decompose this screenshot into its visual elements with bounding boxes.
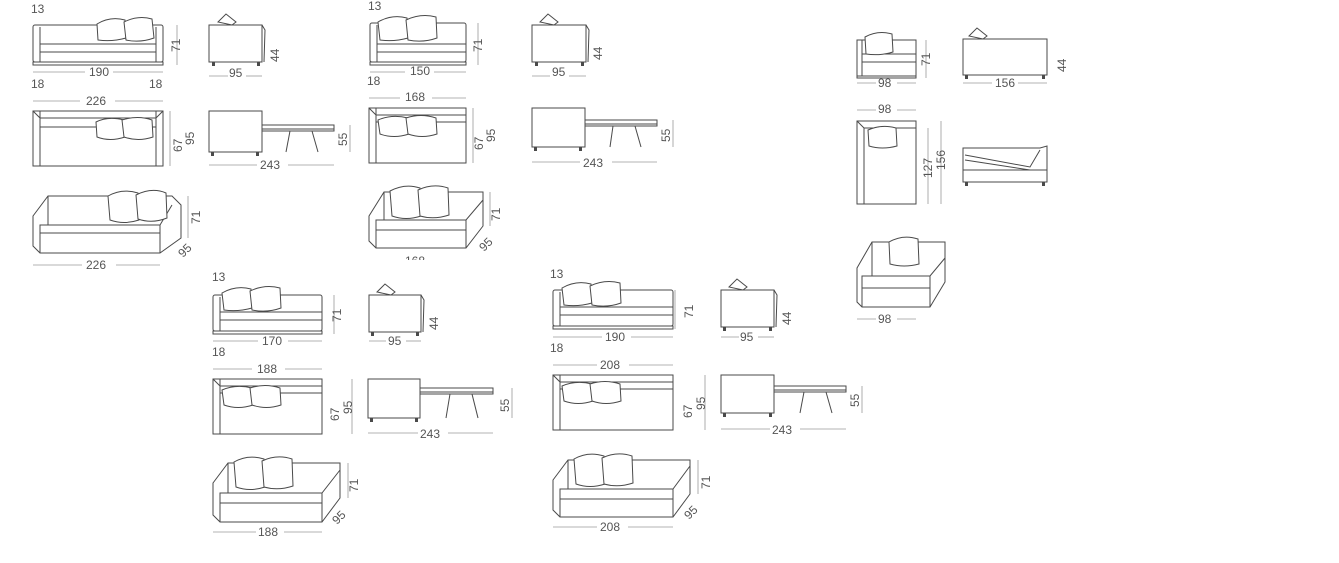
bed-b-depth-label: 95 <box>484 128 498 142</box>
bed-b-bed-length-label: 243 <box>583 156 603 170</box>
bed-c-arm-label: 18 <box>212 345 226 359</box>
sofa-b-side-depth-label: 44 <box>591 46 605 60</box>
bed-d-total-label: 208 <box>600 358 620 372</box>
single-width-label: 98 <box>878 76 892 90</box>
persp-d-view <box>552 453 699 528</box>
sofa-d-side-view <box>720 278 778 338</box>
persp-a-depth-label: 95 <box>175 241 195 261</box>
sofa-d-height-label: 71 <box>682 304 696 318</box>
sofa-d-front-view <box>552 281 676 338</box>
sofa-b-arm-label: 13 <box>368 0 382 13</box>
single-plan-seat-label: 127 <box>921 158 935 178</box>
bed-b-plan-view <box>368 97 474 164</box>
single-side-height-label: 44 <box>1055 58 1069 72</box>
sofa-a-front-view <box>32 17 178 73</box>
sofa-b-side-view <box>531 13 590 77</box>
bed-a-bed-open-view <box>208 110 351 166</box>
sofa-b-width-label: 150 <box>410 64 430 78</box>
bed-d-bed-length-label: 243 <box>772 423 792 437</box>
sofa-a-height-label: 71 <box>169 38 183 52</box>
bed-d-bed-open-view <box>720 374 863 430</box>
persp-d-depth-label: 95 <box>681 503 701 523</box>
single-height-label: 71 <box>919 52 933 66</box>
persp-b-width-clip: 168 <box>405 254 425 268</box>
sofa-a-arm-label: 13 <box>31 2 45 16</box>
sofa-c-arm-label: 13 <box>212 270 226 284</box>
sofa-c-side-depth-label: 44 <box>427 316 441 330</box>
bed-a-bed-height-label: 55 <box>336 132 350 146</box>
sofa-d-width-label: 190 <box>605 330 625 344</box>
persp-c-height-label: 71 <box>347 478 361 492</box>
sofa-b-side-width-label: 95 <box>552 65 566 79</box>
bed-a-plan-view <box>32 100 171 167</box>
bed-b-bed-open-view <box>531 107 674 163</box>
persp-b-height-label: 71 <box>489 207 503 221</box>
persp-c-depth-label: 95 <box>329 508 349 528</box>
sofa-a-side-view <box>208 13 266 77</box>
sofa-d-arm-label: 13 <box>550 267 564 281</box>
bed-a-seat-label: 67 <box>171 138 185 152</box>
bed-b-bed-height-label: 55 <box>659 128 673 142</box>
bed-b-arm-label: 18 <box>367 74 381 88</box>
sofa-c-front-view <box>212 286 335 342</box>
persp-b-width-label: 168 <box>405 254 425 268</box>
single-side-view <box>962 27 1048 84</box>
sofa-d-side-width-label: 95 <box>740 330 754 344</box>
bed-c-total-label: 188 <box>257 362 277 376</box>
single-plan-top-label: 98 <box>878 102 892 116</box>
bed-c-bed-length-label: 243 <box>420 427 440 441</box>
bed-c-bed-open-view <box>367 378 513 434</box>
bed-a-total-label: 226 <box>86 94 106 108</box>
single-bed-open-view <box>962 145 1048 186</box>
bed-d-depth-label: 95 <box>694 396 708 410</box>
bed-d-arm-label: 18 <box>550 341 564 355</box>
bed-a-bed-length-label: 243 <box>260 158 280 172</box>
single-side-width-label: 156 <box>995 76 1015 90</box>
bed-b-total-label: 168 <box>405 90 425 104</box>
bed-d-bed-height-label: 55 <box>848 393 862 407</box>
persp-single-width-label: 98 <box>878 312 892 326</box>
sofa-c-height-label: 71 <box>330 308 344 322</box>
persp-a-view <box>32 189 189 266</box>
single-plan-view <box>856 109 942 205</box>
sofa-b-height-label: 71 <box>471 38 485 52</box>
bed-a-arm-left-label: 18 <box>31 77 45 91</box>
single-front-view <box>856 32 927 84</box>
persp-a-height-label: 71 <box>189 210 203 224</box>
sofa-a-width-label: 190 <box>89 65 109 79</box>
sofa-c-side-view <box>368 283 425 342</box>
sofa-d-side-depth-label: 44 <box>780 311 794 325</box>
bed-a-arm-right-label: 18 <box>149 77 163 91</box>
bed-c-seat-label: 67 <box>328 407 342 421</box>
sofa-c-side-width-label: 95 <box>388 334 402 348</box>
persp-a-width-label: 226 <box>86 258 106 272</box>
bed-a-depth-label: 95 <box>183 131 197 145</box>
bed-c-bed-height-label: 55 <box>498 398 512 412</box>
persp-b-view <box>368 185 491 249</box>
bed-b-seat-label: 67 <box>472 136 486 150</box>
sofa-b-front-view <box>369 15 479 73</box>
persp-b-depth-label: 95 <box>476 235 496 255</box>
bed-d-plan-view <box>552 364 706 431</box>
sofa-a-side-width-label: 95 <box>229 66 243 80</box>
sofa-c-width-label: 170 <box>262 334 282 348</box>
sofa-a-side-depth-label: 44 <box>268 48 282 62</box>
persp-c-view <box>212 456 349 533</box>
bed-c-plan-view <box>212 368 353 435</box>
persp-c-width-label: 188 <box>258 525 278 539</box>
bed-c-depth-label: 95 <box>341 400 355 414</box>
bed-d-seat-label: 67 <box>681 404 695 418</box>
persp-single-view <box>856 236 946 320</box>
single-plan-depth-label: 156 <box>934 150 948 170</box>
persp-d-height-label: 71 <box>699 475 713 489</box>
persp-d-width-label: 208 <box>600 520 620 534</box>
